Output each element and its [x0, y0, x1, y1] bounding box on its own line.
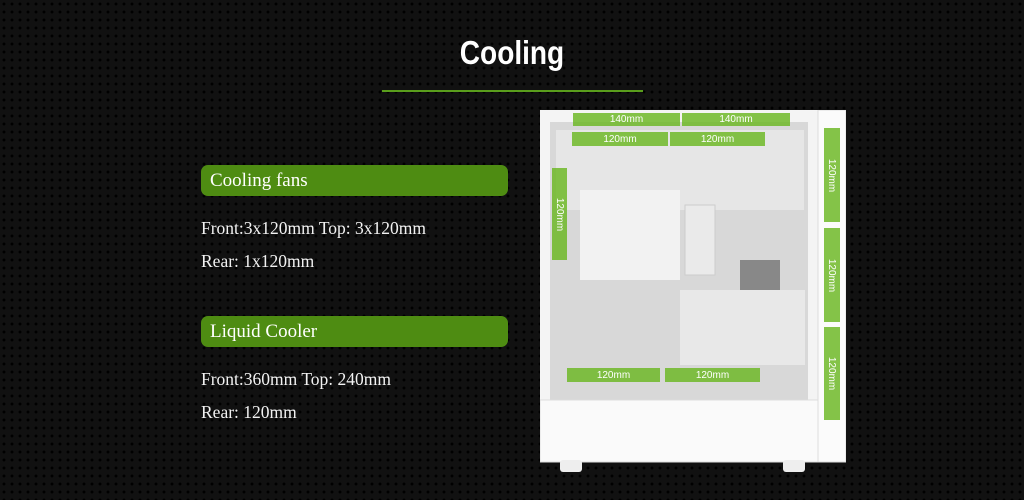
- title-underline: [382, 90, 643, 92]
- bottom-120mm-label-1: 120mm: [567, 368, 660, 382]
- top-120mm-label-2: 120mm: [670, 132, 765, 146]
- front-label-text: 120mm: [826, 258, 838, 292]
- front-label-text: 120mm: [826, 158, 838, 192]
- liquid-cooler-line-1: Front:360mm Top: 240mm: [201, 369, 391, 389]
- top-140mm-label-2: 140mm: [682, 113, 790, 126]
- front-label-text: 120mm: [826, 356, 838, 391]
- front-120mm-label-3: 120mm: [824, 327, 840, 420]
- top-120mm-label-1: 120mm: [572, 132, 668, 146]
- case-illustration: [540, 110, 846, 472]
- liquid-cooler-heading: Liquid Cooler: [201, 316, 508, 347]
- page-title: Cooling: [459, 34, 565, 71]
- cooling-fans-line-2: Rear: 1x120mm: [201, 251, 315, 271]
- rear-120mm-label: 120mm: [552, 168, 567, 260]
- pc-case-image: 140mm 140mm 120mm 120mm 120mm 120mm 120m…: [540, 110, 846, 472]
- front-120mm-label-2: 120mm: [824, 228, 840, 322]
- cooling-fans-line-1: Front:3x120mm Top: 3x120mm: [201, 218, 426, 238]
- front-120mm-label-1: 120mm: [824, 128, 840, 222]
- bottom-120mm-label-2: 120mm: [665, 368, 760, 382]
- liquid-cooler-line-2: Rear: 120mm: [201, 402, 297, 422]
- rear-label-text: 120mm: [554, 197, 566, 231]
- cooling-fans-heading: Cooling fans: [201, 165, 508, 196]
- top-140mm-label-1: 140mm: [573, 113, 680, 126]
